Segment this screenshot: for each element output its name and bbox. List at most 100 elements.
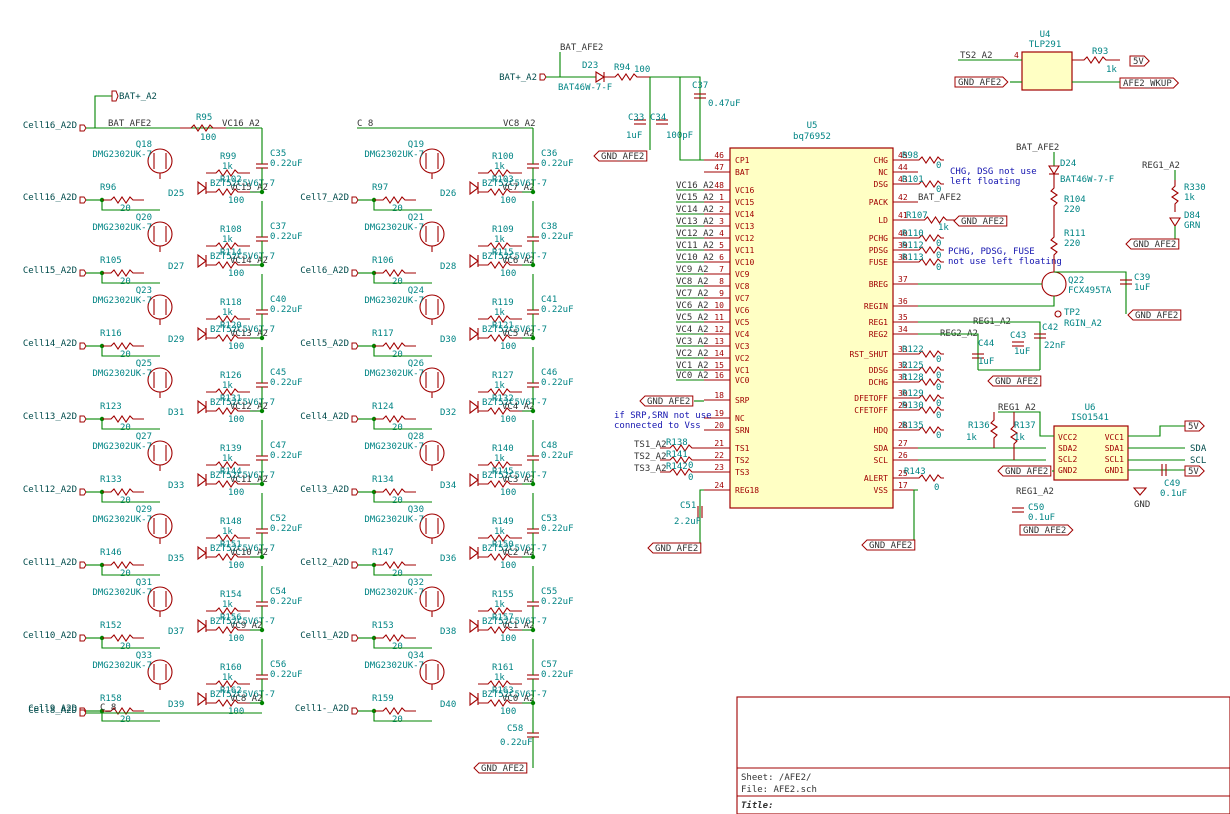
unused-resistor-ref: R129 [902, 389, 924, 399]
v5-iso-2-text: 5V [1188, 467, 1199, 477]
unused-resistor-value: 0 [936, 399, 941, 409]
gate-resistor [374, 561, 416, 569]
zener-diode [197, 180, 207, 196]
cell-input-cell3_a2d-flag [351, 488, 359, 496]
afe-ref: U5 [807, 121, 818, 131]
d23-diode [595, 71, 606, 83]
junction [259, 335, 265, 341]
balance-resistor-bottom-value: 100 [228, 415, 244, 425]
unused-resistor-value: 0 [936, 371, 941, 381]
filter-capacitor-value: 0.22uF [541, 670, 574, 680]
balance-resistor-top-value: 1k [494, 381, 505, 391]
zener-ref: D28 [440, 262, 456, 272]
cell-input-cell1-_a2d-flag [351, 707, 359, 715]
cell-input-cell6_a2d-flag [351, 269, 359, 277]
zener-diode [197, 253, 207, 269]
balance-resistor-bottom-value: 100 [228, 269, 244, 279]
zener-ref: D31 [168, 408, 184, 418]
r143-ref: R143 [904, 467, 926, 477]
afe-left-pin-name: VC3 [735, 342, 750, 351]
balance-resistor-top-value: 1k [494, 600, 505, 610]
cell-bus [101, 638, 160, 649]
sheet-path: Sheet: /AFE2/ [741, 773, 811, 783]
afe-vc-net: VC5_A2 [676, 313, 709, 323]
afe-right-pin-name: BREG [869, 280, 888, 289]
gate-resistor-value: 20 [120, 204, 131, 214]
afe-left-pin-name: CP1 [735, 156, 750, 165]
cell-input-cell2_a2d-flag [351, 561, 359, 569]
gate-resistor [374, 415, 416, 423]
balance-resistor-bottom-value: 100 [228, 488, 244, 498]
afe-left-pin-num: 48 [714, 181, 724, 190]
file-name: File: AFE2.sch [741, 785, 817, 795]
pchg-resistor-ref: R112 [902, 241, 924, 251]
cell-bus [373, 200, 432, 211]
c37-value: 0.47uF [708, 99, 741, 109]
cell-input-cell1_a2d: Cell1_A2D [300, 631, 349, 641]
gnd-c58 [473, 762, 528, 774]
gnd-symbol [1132, 487, 1148, 496]
cell-bus [373, 565, 432, 576]
gate-resistor [102, 561, 144, 569]
junction [530, 700, 536, 706]
ts-resistor [660, 468, 704, 476]
mosfet-ref: Q34 [408, 651, 424, 661]
ts-resistor-ref: R142 [666, 462, 688, 472]
balance-resistor-bottom-ref: R162 [220, 686, 242, 696]
afe-right-pin-num: 45 [898, 151, 908, 160]
filter-capacitor-value: 0.22uF [270, 597, 303, 607]
cell16-top-label-flag [79, 124, 87, 132]
filter-capacitor-ref: C36 [541, 149, 557, 159]
afe-right-pin-name: REG2 [869, 330, 888, 339]
vc-net: VC10_A2 [230, 548, 268, 558]
afe-left-pin-name: VC10 [735, 258, 754, 267]
cell-input-cell6_a2d: Cell6_A2D [300, 266, 349, 276]
afe-right-pin-num: 42 [898, 193, 908, 202]
reg1-c50: REG1_A2 [1016, 487, 1054, 497]
zener-ref: D27 [168, 262, 184, 272]
balance-resistor-top-ref: R126 [220, 371, 242, 381]
gnd-iso: GND [1134, 500, 1150, 510]
afe-left-pin-name: SRP [735, 396, 750, 405]
c39-wire [1054, 271, 1127, 314]
cell-bus [373, 492, 432, 503]
balance-resistor-bottom-value: 100 [500, 415, 516, 425]
filter-capacitor-value: 0.22uF [270, 670, 303, 680]
balance-resistor-top [478, 315, 522, 323]
balance-resistor-top-value: 1k [494, 527, 505, 537]
r101-ref: R101 [902, 175, 924, 185]
gnd-srp-text: GND_AFE2 [647, 397, 690, 407]
cell-balancing-network: Cell16_A2DR9620Q18DMG2302UK-7D25BZT52C5V… [23, 90, 574, 774]
filter-capacitor-ref: C53 [541, 514, 557, 524]
gate-resistor-value: 20 [392, 204, 403, 214]
filter-capacitor-ref: C41 [541, 295, 557, 305]
batp-flag [111, 90, 119, 102]
gnd-c50-text: GND_AFE2 [1023, 526, 1066, 536]
r95-value: 100 [200, 133, 216, 143]
balance-resistor-bottom-ref: R156 [220, 613, 242, 623]
filter-capacitor-value: 0.22uF [541, 232, 574, 242]
filter-capacitor-ref: C40 [270, 295, 286, 305]
c37-ref: C37 [692, 81, 708, 91]
c58-value: 0.22uF [500, 738, 533, 748]
r143-value: 0 [934, 483, 939, 493]
pchg-resistor [918, 258, 944, 266]
gate-resistor-ref: R97 [372, 183, 388, 193]
filter-capacitor-value: 0.22uF [541, 597, 574, 607]
unused-resistor-ref: R128 [902, 373, 924, 383]
srp-note-2: connected to Vss [614, 421, 701, 431]
v5-opto-text: 5V [1133, 57, 1144, 67]
zener-value: BZT52C5V6T-7 [210, 471, 275, 481]
balance-resistor-top-ref: R149 [492, 517, 514, 527]
afe-left-pin-name: VC9 [735, 270, 750, 279]
afe-right-pin-num: 29 [898, 401, 908, 410]
r137 [1010, 412, 1018, 460]
pchg-resistor-value: 0 [936, 263, 941, 273]
r111-value: 220 [1064, 239, 1080, 249]
afe-right-pin-name: PCHG [869, 234, 888, 243]
afe-left-pin-num: 10 [714, 301, 724, 310]
vc-net: VC11_A2 [230, 475, 268, 485]
vc-net: VC7_A2 [502, 183, 535, 193]
zener-diode [469, 691, 479, 707]
